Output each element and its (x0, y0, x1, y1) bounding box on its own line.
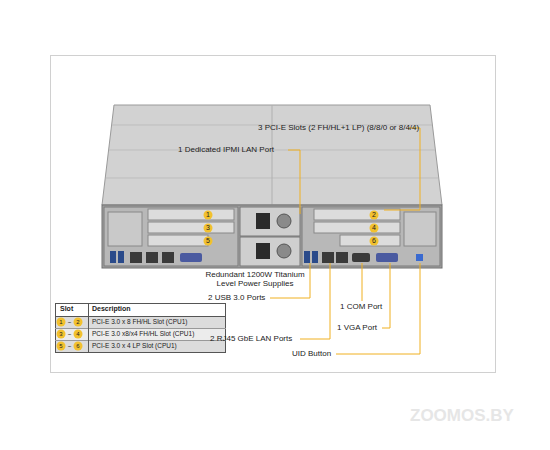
watermark: ZOOMOS.BY (410, 406, 514, 426)
callout-text: 1 VGA Port (337, 323, 377, 332)
table-cell: PCI-E 3.0 x8/x4 FH/HL Slot (CPU1) (92, 330, 194, 337)
callout-text: 2 USB 3.0 Ports (208, 293, 265, 302)
node-right (302, 207, 440, 266)
table-cell: 3 (55, 329, 67, 339)
callout-text: 1 Dedicated IPMI LAN Port (178, 145, 274, 154)
power-supply (240, 207, 300, 236)
chassis-top (102, 105, 442, 205)
leader-lines (270, 128, 420, 354)
power-supply (240, 237, 300, 266)
callout-number: 2 (368, 210, 380, 220)
table-cell: 1 (55, 317, 67, 327)
table-cell: 4 (72, 329, 84, 339)
table-cell: PCI-E 3.0 x 4 LP Slot (CPU1) (92, 342, 177, 349)
table-cell: ~ (64, 317, 76, 327)
table-cell: 6 (72, 341, 84, 351)
callout-number: 6 (368, 236, 380, 246)
callout-number: 4 (368, 223, 380, 233)
table-cell: PCI-E 3.0 x 8 FH/HL Slot (CPU1) (92, 318, 187, 325)
table-cell: ~ (64, 341, 76, 351)
callout-text: 1 COM Port (340, 302, 382, 311)
table-cell: ~ (64, 329, 76, 339)
callout-text: UID Button (292, 349, 331, 358)
node-left (104, 207, 238, 266)
table-cell: 5 (55, 341, 67, 351)
callout-number: 5 (202, 236, 214, 246)
table-header: Description (92, 305, 131, 313)
table-header: Slot (60, 305, 73, 313)
callout-text: 2 RJ45 GbE LAN Ports (210, 334, 292, 343)
slot-table (55, 303, 226, 353)
callout-text: 3 PCI-E Slots (2 FH/HL+1 LP) (8/8/0 or 8… (258, 123, 419, 132)
frame (51, 56, 496, 373)
rear-panel (102, 205, 442, 268)
callout-number: 1 (202, 210, 214, 220)
callout-number: 3 (202, 223, 214, 233)
callout-text: Redundant 1200W Titanium Level Power Sup… (196, 270, 314, 288)
table-cell: 2 (72, 317, 84, 327)
